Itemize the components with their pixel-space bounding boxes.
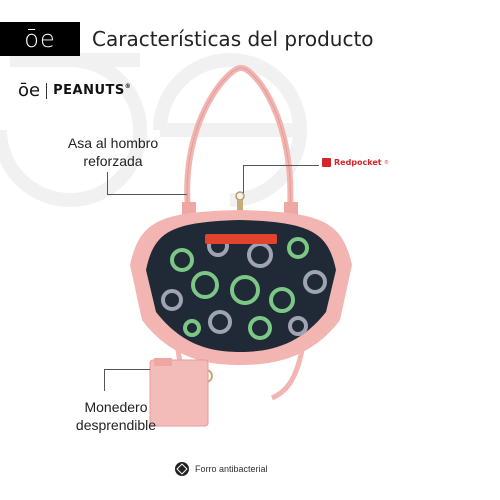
peanuts-trademark: ®	[124, 83, 132, 90]
antibacterial-note: Forro antibacterial	[175, 462, 268, 476]
antibacterial-text: Forro antibacterial	[195, 464, 268, 474]
brand-logo[interactable]: ōe	[0, 22, 80, 56]
watermark-logo	[0, 53, 307, 207]
collab-brand-mark: ōe	[18, 80, 41, 101]
feature-label-coin-purse: Monedero desprendible	[75, 399, 157, 433]
handbag-image	[130, 65, 352, 427]
redpocket-text: Redpocket	[334, 158, 382, 167]
leader-line-redpocket-horizontal	[243, 165, 319, 166]
leader-line-strap-vertical	[107, 172, 108, 194]
redpocket-bag-icon	[322, 158, 331, 167]
antibacterial-badge-icon	[175, 462, 189, 476]
collab-separator	[46, 82, 48, 99]
redpocket-label: Redpocket®	[322, 158, 388, 167]
feature-label-shoulder-strap: Asa al hombro reforzada	[67, 135, 159, 169]
peanuts-wordmark: PEANUTS	[53, 83, 125, 98]
peanuts-logo: PEANUTS®	[53, 83, 131, 98]
redpocket-trademark: ®	[384, 159, 389, 166]
leader-line-strap-horizontal	[107, 194, 187, 195]
leader-line-purse-vertical	[104, 369, 105, 391]
collab-logo: ōe PEANUTS®	[18, 80, 131, 101]
page-title: Características del producto	[92, 27, 374, 51]
leader-line-purse-horizontal	[104, 369, 150, 370]
leader-line-redpocket-vertical	[243, 165, 244, 193]
